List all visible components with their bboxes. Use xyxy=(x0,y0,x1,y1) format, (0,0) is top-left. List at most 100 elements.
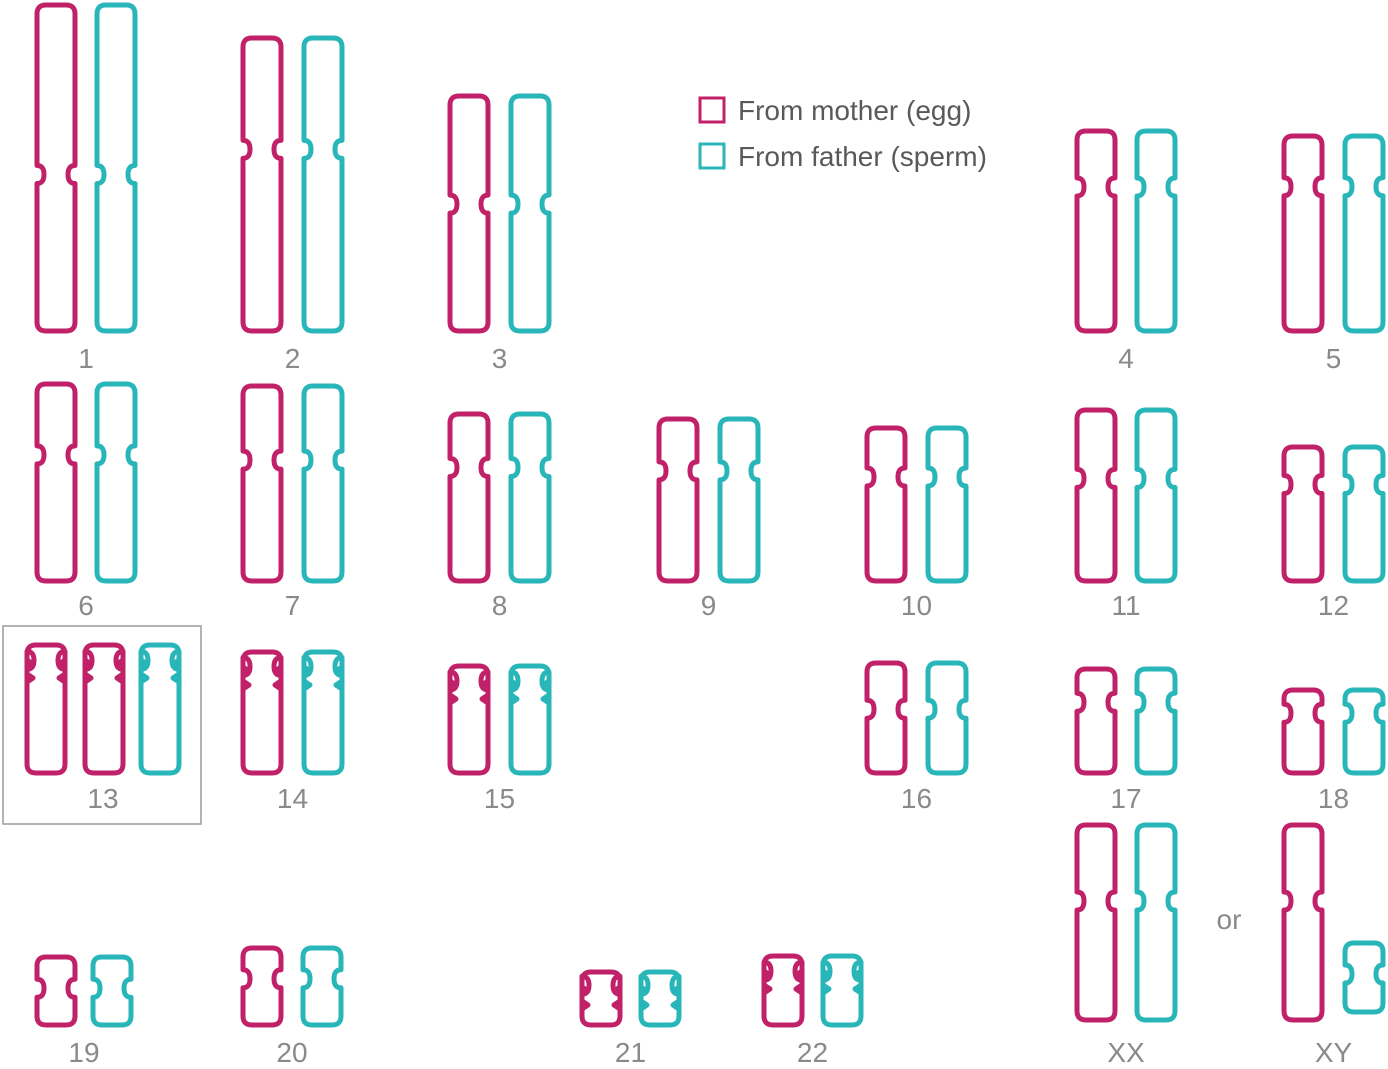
chr-5-paternal-copy-2 xyxy=(1345,136,1383,331)
chr-1-paternal-copy-2 xyxy=(97,5,135,331)
chr-4-label: 4 xyxy=(1118,343,1134,374)
chr-xy-maternal-copy-1 xyxy=(1284,825,1322,1020)
chr-19-group: 19 xyxy=(37,957,131,1068)
chr-14-paternal-copy-2 xyxy=(304,652,342,773)
chr-6-paternal-copy-2 xyxy=(97,384,135,581)
chr-19-paternal-copy-2 xyxy=(93,957,131,1025)
chr-18-label: 18 xyxy=(1318,783,1349,814)
chr-7-paternal-copy-2 xyxy=(304,386,342,581)
chr-15-paternal-copy-2 xyxy=(511,666,549,773)
chr-8-group: 8 xyxy=(450,414,549,621)
chr-4-group: 4 xyxy=(1077,131,1175,374)
chr-17-group: 17 xyxy=(1077,669,1175,814)
chr-20-group: 20 xyxy=(243,948,341,1068)
chr-8-label: 8 xyxy=(492,590,508,621)
chr-19-maternal-copy-1 xyxy=(37,957,75,1025)
chr-5-label: 5 xyxy=(1326,343,1342,374)
chr-11-maternal-copy-1 xyxy=(1077,410,1115,581)
chr-4-maternal-copy-1 xyxy=(1077,131,1115,331)
chr-22-group: 22 xyxy=(764,956,861,1068)
chr-15-group: 15 xyxy=(450,666,549,814)
chr-2-paternal-copy-2 xyxy=(304,38,342,331)
chr-22-label: 22 xyxy=(797,1037,828,1068)
legend-father-swatch xyxy=(700,144,724,168)
chr-21-group: 21 xyxy=(582,972,679,1068)
chr-xx-group: XX xyxy=(1077,825,1175,1068)
chr-6-maternal-copy-1 xyxy=(37,384,75,581)
chr-xy-label: XY xyxy=(1315,1037,1353,1068)
chr-18-paternal-copy-2 xyxy=(1345,690,1383,773)
chr-10-group: 10 xyxy=(867,428,966,621)
legend-mother-swatch xyxy=(700,98,724,122)
chr-3-maternal-copy-1 xyxy=(450,96,488,331)
chr-xy-group: XY xyxy=(1284,825,1383,1068)
chr-12-paternal-copy-2 xyxy=(1345,447,1383,581)
chr-1-maternal-copy-1 xyxy=(37,5,75,331)
chr-14-group: 14 xyxy=(243,652,342,814)
chr-4-paternal-copy-2 xyxy=(1137,131,1175,331)
chr-9-maternal-copy-1 xyxy=(659,419,697,581)
chr-22-paternal-copy-2 xyxy=(823,956,861,1025)
chr-20-maternal-copy-1 xyxy=(243,948,281,1025)
chr-3-label: 3 xyxy=(492,343,508,374)
chr-13-maternal-copy-1 xyxy=(27,645,65,773)
chr-xx-maternal-copy-1 xyxy=(1077,825,1115,1020)
chr-9-paternal-copy-2 xyxy=(720,419,758,581)
legend-mother-label: From mother (egg) xyxy=(738,95,971,126)
chr-xx-label: XX xyxy=(1107,1037,1145,1068)
chr-13-maternal-copy-2 xyxy=(85,645,123,773)
chr-7-maternal-copy-1 xyxy=(243,386,281,581)
chr-8-maternal-copy-1 xyxy=(450,414,488,581)
chr-5-group: 5 xyxy=(1284,136,1383,374)
legend: From mother (egg) From father (sperm) xyxy=(700,95,987,172)
chr-20-paternal-copy-2 xyxy=(303,948,341,1025)
chr-10-paternal-copy-2 xyxy=(928,428,966,581)
chr-21-paternal-copy-2 xyxy=(641,972,679,1025)
chr-9-label: 9 xyxy=(701,590,717,621)
chr-2-maternal-copy-1 xyxy=(243,38,281,331)
chr-15-maternal-copy-1 xyxy=(450,666,488,773)
chr-13-paternal-copy-3 xyxy=(141,645,179,773)
chr-11-label: 11 xyxy=(1111,590,1140,621)
or-separator: or xyxy=(1217,904,1242,935)
legend-father-label: From father (sperm) xyxy=(738,141,987,172)
chr-12-label: 12 xyxy=(1318,590,1349,621)
chr-9-group: 9 xyxy=(659,419,758,621)
chr-13-label: 13 xyxy=(87,783,118,814)
chr-xy-paternal-copy-2 xyxy=(1345,943,1383,1012)
chr-16-group: 16 xyxy=(867,663,966,814)
chr-15-label: 15 xyxy=(484,783,515,814)
chr-6-label: 6 xyxy=(78,590,94,621)
chr-14-maternal-copy-1 xyxy=(243,652,281,773)
chr-1-label: 1 xyxy=(78,343,94,374)
chr-22-maternal-copy-1 xyxy=(764,956,802,1025)
chr-17-paternal-copy-2 xyxy=(1137,669,1175,773)
chr-16-maternal-copy-1 xyxy=(867,663,905,773)
chr-10-maternal-copy-1 xyxy=(867,428,905,581)
chr-1-group: 1 xyxy=(37,5,135,374)
chr-16-label: 16 xyxy=(901,783,932,814)
chr-20-label: 20 xyxy=(276,1037,307,1068)
chr-7-group: 7 xyxy=(243,386,342,621)
chr-2-label: 2 xyxy=(285,343,301,374)
chr-12-maternal-copy-1 xyxy=(1284,447,1322,581)
chr-11-paternal-copy-2 xyxy=(1137,410,1175,581)
chr-17-maternal-copy-1 xyxy=(1077,669,1115,773)
chr-16-paternal-copy-2 xyxy=(928,663,966,773)
chr-18-maternal-copy-1 xyxy=(1284,690,1322,773)
chr-2-group: 2 xyxy=(243,38,342,374)
chr-11-group: 11 xyxy=(1077,410,1175,621)
chr-19-label: 19 xyxy=(68,1037,99,1068)
chr-7-label: 7 xyxy=(285,590,301,621)
chr-14-label: 14 xyxy=(277,783,308,814)
chr-17-label: 17 xyxy=(1110,783,1141,814)
chr-5-maternal-copy-1 xyxy=(1284,136,1322,331)
chr-6-group: 6 xyxy=(37,384,135,621)
chr-xx-paternal-copy-2 xyxy=(1137,825,1175,1020)
chr-10-label: 10 xyxy=(901,590,932,621)
chr-21-maternal-copy-1 xyxy=(582,972,620,1025)
chr-18-group: 18 xyxy=(1284,690,1383,814)
chr-3-group: 3 xyxy=(450,96,549,374)
